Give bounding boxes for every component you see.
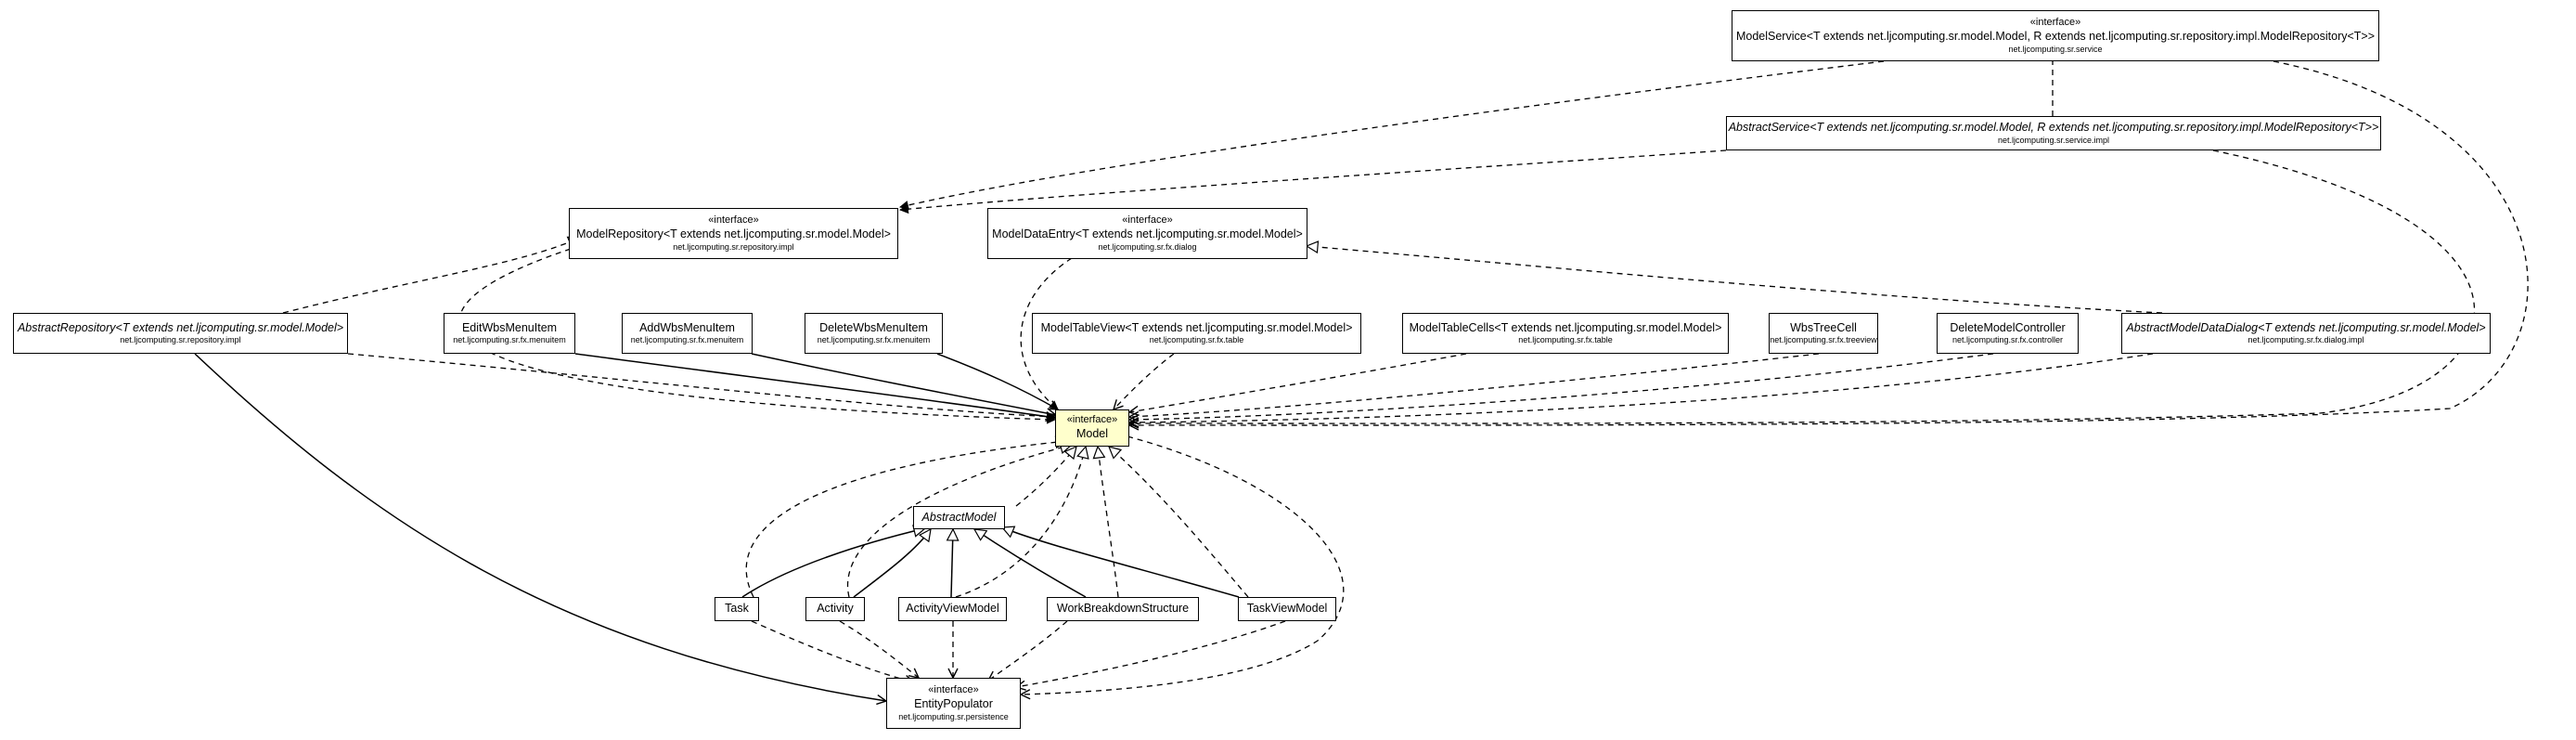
class-name: EntityPopulator — [914, 696, 993, 710]
class-name: Model — [1075, 427, 1109, 441]
edge-workbreakdownstructure-implements-model — [1098, 447, 1119, 598]
edge-deletewbsmenuitem-uses-model — [936, 353, 1058, 409]
class-name: ModelService<T extends net.ljcomputing.s… — [1735, 29, 2376, 43]
package-label: net.ljcomputing.sr.fx.menuitem — [630, 335, 744, 345]
edge-modelrepository-uses-model — [458, 248, 1056, 424]
edge-modeldataentry-uses-model — [1020, 257, 1073, 410]
edge-abstractmodeldatadialog-uses-model — [1129, 353, 2154, 422]
edge-activityviewmodel-extends-abstractmodel — [951, 529, 953, 598]
class-addwbsmenuitem: AddWbsMenuItem net.ljcomputing.sr.fx.men… — [622, 313, 753, 354]
edge-modeltableview-uses-model — [1114, 353, 1175, 409]
package-label: net.ljcomputing.sr.fx.treeview — [1770, 335, 1877, 345]
class-abstractmodeldatadialog: AbstractModelDataDialog<T extends net.lj… — [2121, 313, 2491, 354]
package-label: net.ljcomputing.sr.fx.table — [1518, 335, 1613, 345]
class-abstractmodel: AbstractModel — [913, 506, 1005, 529]
class-taskviewmodel: TaskViewModel — [1238, 597, 1336, 621]
edge-abstractservice-uses-model — [1129, 149, 2475, 423]
class-name: TaskViewModel — [1246, 602, 1328, 616]
edge-abstractmodeldatadialog-implements-modeldataentry — [1307, 246, 2163, 314]
class-name: AddWbsMenuItem — [639, 320, 735, 334]
class-workbreakdownstructure: WorkBreakdownStructure — [1047, 597, 1199, 621]
edge-taskviewmodel-implements-model — [1109, 447, 1249, 598]
package-label: net.ljcomputing.sr.fx.menuitem — [453, 335, 566, 345]
edge-activityviewmodel-implements-model — [955, 447, 1086, 598]
edge-model-uses-entitypopulator — [1021, 435, 1345, 695]
class-modelservice: «interface» ModelService<T extends net.l… — [1732, 10, 2379, 61]
edge-workbreakdownstructure-uses-entitypopulator — [988, 620, 1068, 681]
class-name: EditWbsMenuItem — [461, 320, 558, 334]
package-label: net.ljcomputing.sr.repository.impl — [120, 335, 241, 345]
class-modeltableview: ModelTableView<T extends net.ljcomputing… — [1032, 313, 1361, 354]
edge-abstractrepository-uses-entitypopulator — [194, 353, 886, 701]
edge-activity-implements-model — [846, 445, 1072, 598]
class-name: ModelDataEntry<T extends net.ljcomputing… — [992, 227, 1303, 240]
class-name: ModelTableView<T extends net.ljcomputing… — [1040, 320, 1353, 334]
class-name: DeleteModelController — [1950, 320, 2066, 334]
package-label: net.ljcomputing.sr.persistence — [898, 711, 1009, 721]
stereotype-label: «interface» — [2029, 17, 2081, 29]
stereotype-label: «interface» — [928, 684, 979, 696]
stereotype-label: «interface» — [708, 214, 759, 227]
class-activity: Activity — [805, 597, 865, 621]
edge-activity-uses-entitypopulator — [839, 620, 919, 678]
edge-taskviewmodel-extends-abstractmodel — [1002, 527, 1240, 598]
class-entitypopulator: «interface» EntityPopulator net.ljcomput… — [886, 678, 1021, 729]
class-deletewbsmenuitem: DeleteWbsMenuItem net.ljcomputing.sr.fx.… — [805, 313, 943, 354]
edge-editwbsmenuitem-uses-model — [574, 353, 1055, 418]
class-model: «interface» Model — [1055, 409, 1129, 447]
class-task: Task — [715, 597, 759, 621]
stereotype-label: «interface» — [1066, 414, 1118, 426]
class-name: WorkBreakdownStructure — [1056, 602, 1190, 616]
edge-abstractservice-uses-modelrepository — [899, 149, 1727, 214]
class-name: AbstractRepository<T extends net.ljcompu… — [17, 320, 344, 334]
class-deletemodelcontroller: DeleteModelController net.ljcomputing.sr… — [1937, 313, 2079, 354]
package-label: net.ljcomputing.sr.fx.menuitem — [817, 335, 931, 345]
class-abstractservice: AbstractService<T extends net.ljcomputin… — [1726, 116, 2381, 150]
edge-modelservice-uses-modelrepository — [899, 60, 1885, 210]
edge-workbreakdownstructure-extends-abstractmodel — [974, 529, 1087, 598]
class-name: Activity — [817, 602, 854, 616]
edge-addwbsmenuitem-uses-model — [751, 353, 1056, 415]
class-name: DeleteWbsMenuItem — [819, 320, 928, 334]
package-label: net.ljcomputing.sr.service.impl — [1997, 135, 2110, 145]
class-abstractrepository: AbstractRepository<T extends net.ljcompu… — [13, 313, 348, 354]
stereotype-label: «interface» — [1122, 214, 1173, 227]
edge-wbstreecell-uses-model — [1129, 353, 1820, 417]
class-modeldataentry: «interface» ModelDataEntry<T extends net… — [987, 208, 1307, 259]
edge-modelservice-uses-model — [1129, 60, 2529, 425]
class-name: AbstractService<T extends net.ljcomputin… — [1728, 121, 2379, 135]
package-label: net.ljcomputing.sr.repository.impl — [673, 241, 794, 252]
package-label: net.ljcomputing.sr.fx.dialog.impl — [2248, 335, 2364, 345]
class-wbstreecell: WbsTreeCell net.ljcomputing.sr.fx.treevi… — [1769, 313, 1878, 354]
package-label: net.ljcomputing.sr.fx.table — [1149, 335, 1244, 345]
class-name: WbsTreeCell — [1790, 320, 1857, 334]
edge-abstractrepository-uses-model — [347, 353, 1056, 422]
edge-activity-extends-abstractmodel — [853, 529, 931, 598]
class-name: ModelRepository<T extends net.ljcomputin… — [576, 227, 891, 240]
edge-task-uses-entitypopulator — [751, 620, 914, 682]
package-label: net.ljcomputing.sr.service — [2008, 44, 2103, 54]
edge-task-implements-model — [745, 441, 1067, 598]
edge-task-extends-abstractmodel — [741, 528, 925, 598]
edge-modeltablecells-uses-model — [1129, 353, 1467, 412]
class-name: ModelTableCells<T extends net.ljcomputin… — [1409, 320, 1722, 334]
class-modelrepository: «interface» ModelRepository<T extends ne… — [569, 208, 898, 259]
package-label: net.ljcomputing.sr.fx.dialog — [1098, 241, 1197, 252]
class-name: AbstractModelDataDialog<T extends net.lj… — [2126, 320, 2486, 334]
edge-abstractrepository-implements-modelrepository — [282, 238, 580, 314]
edge-deletemodelcontroller-uses-model — [1129, 353, 1994, 420]
class-activityviewmodel: ActivityViewModel — [898, 597, 1007, 621]
class-editwbsmenuitem: EditWbsMenuItem net.ljcomputing.sr.fx.me… — [444, 313, 575, 354]
class-name: ActivityViewModel — [906, 602, 999, 616]
package-label: net.ljcomputing.sr.fx.controller — [1951, 335, 2064, 345]
class-name: Task — [725, 602, 749, 616]
class-name: AbstractModel — [921, 510, 997, 524]
class-modeltablecells: ModelTableCells<T extends net.ljcomputin… — [1402, 313, 1729, 354]
edge-taskviewmodel-uses-entitypopulator — [1016, 620, 1286, 687]
